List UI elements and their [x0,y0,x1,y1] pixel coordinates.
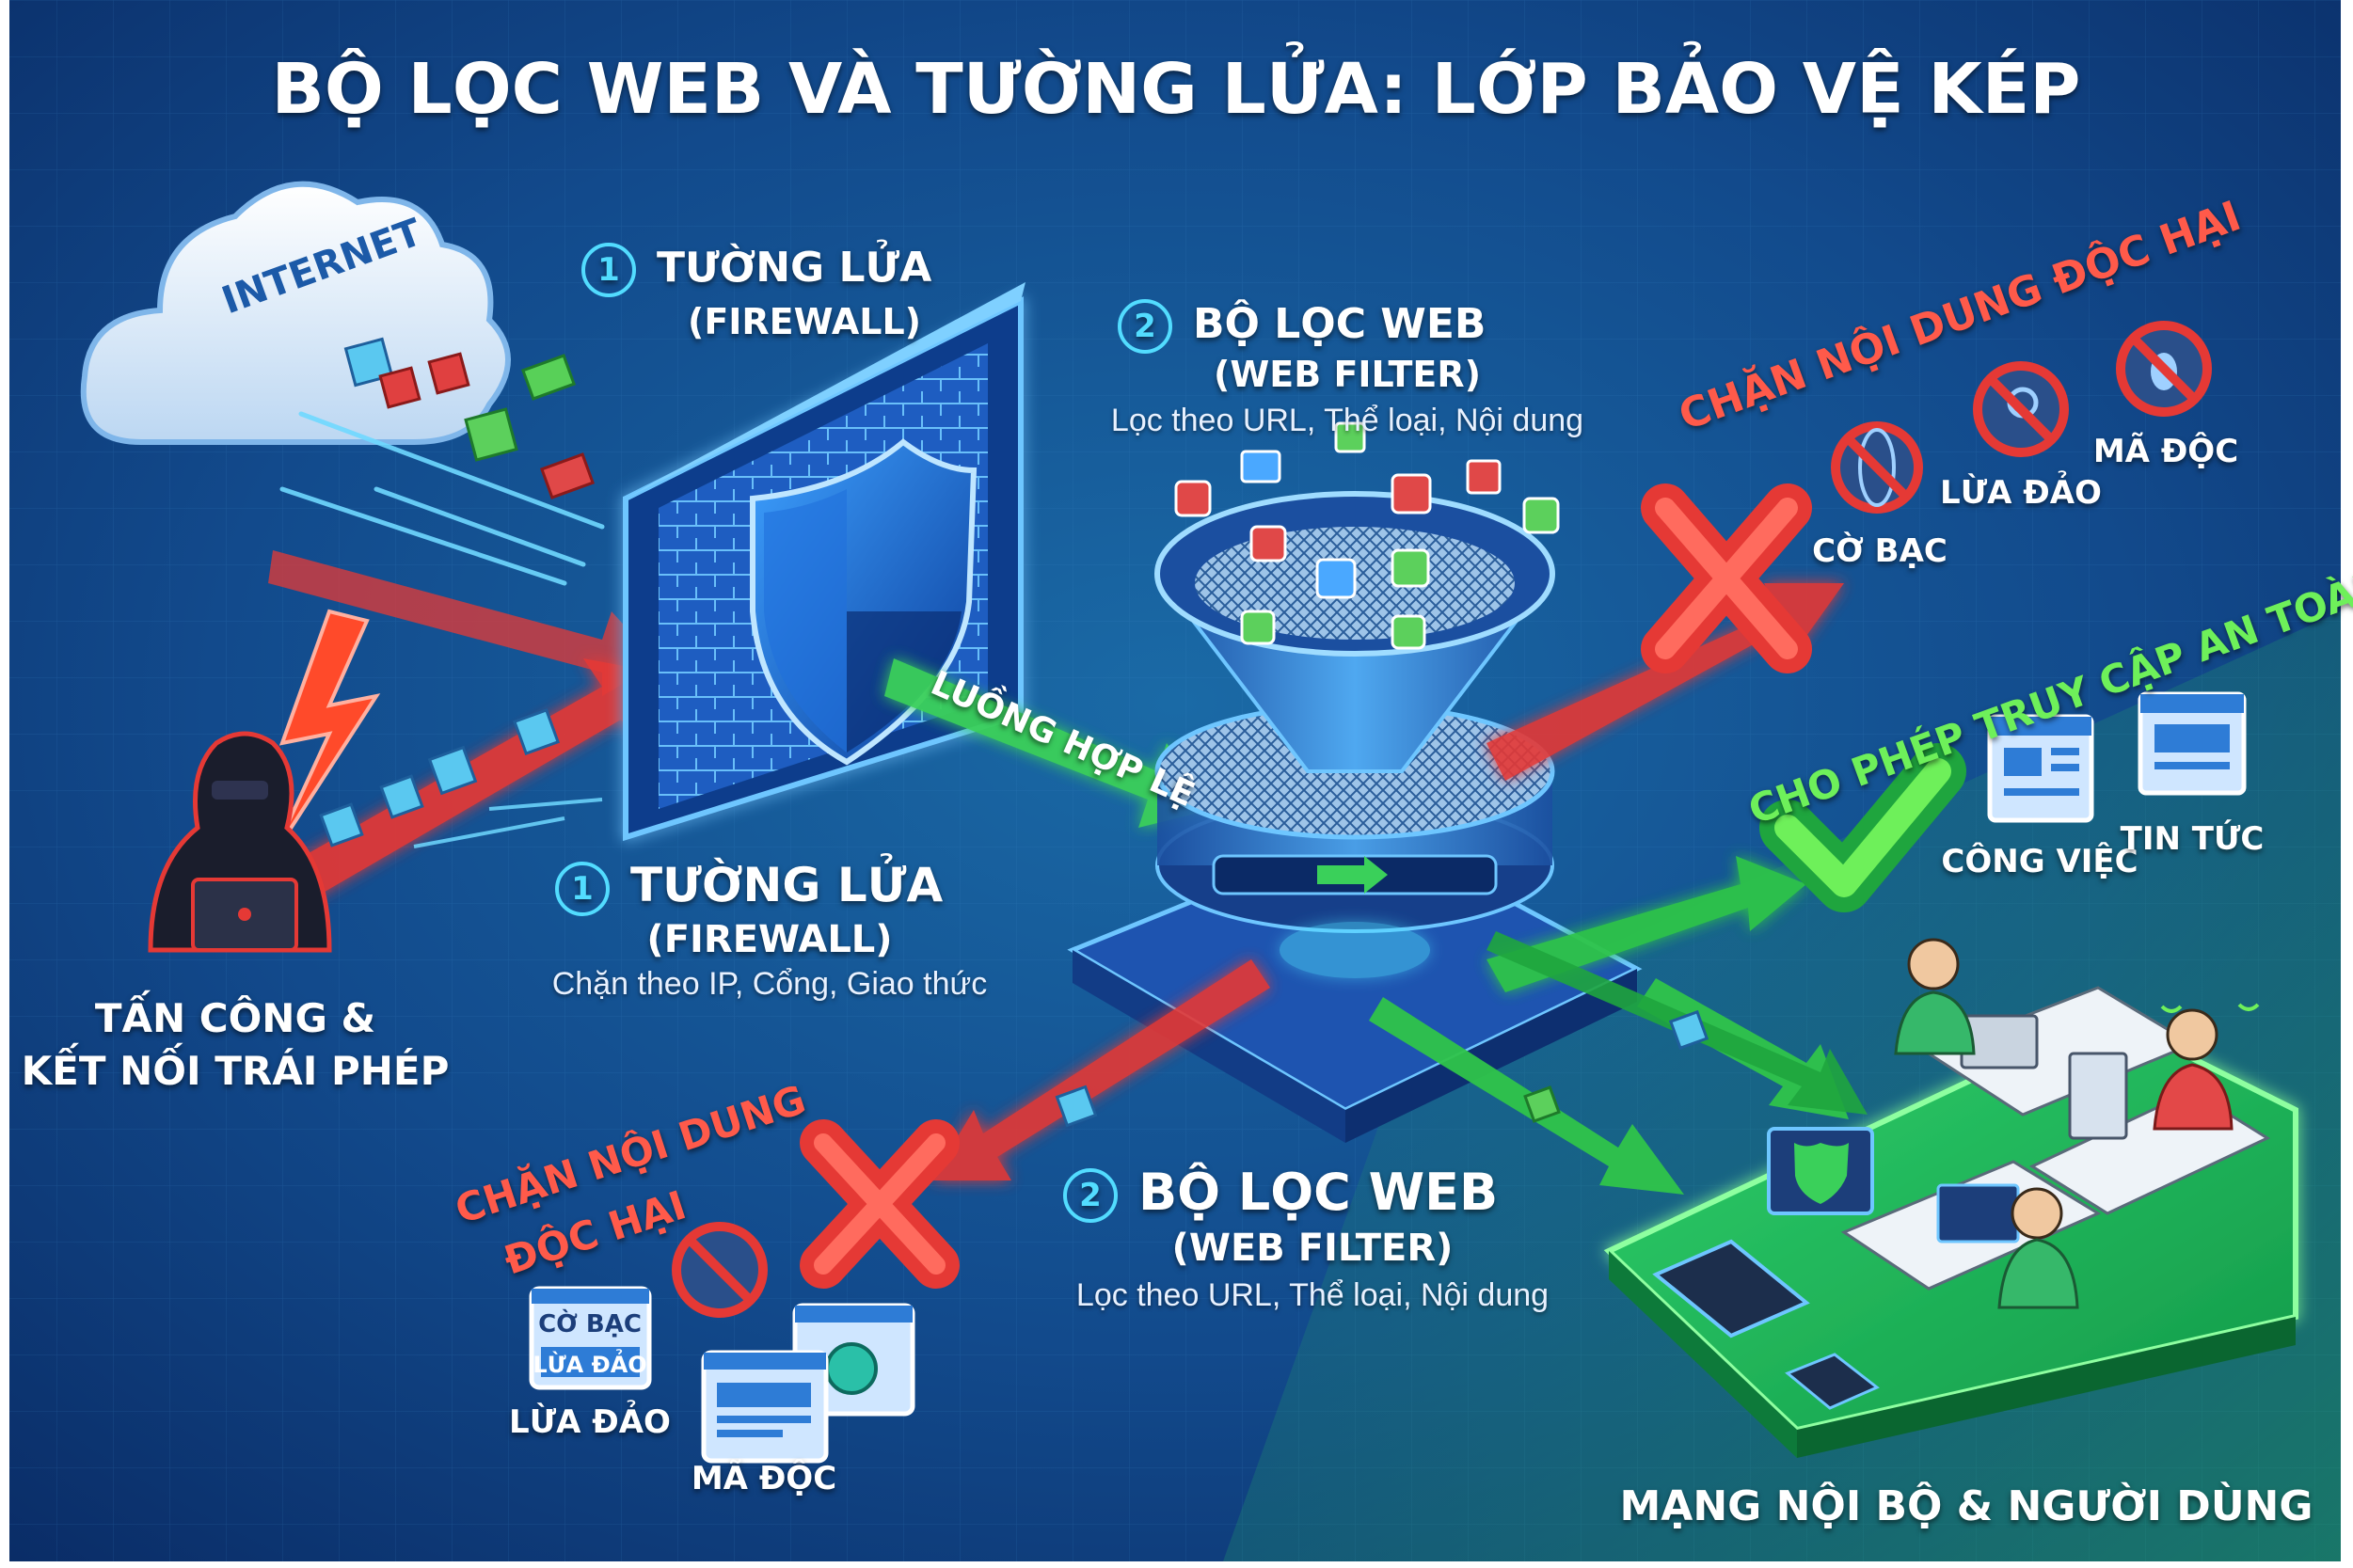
office-users [1652,938,2271,1410]
firewall-bottom-description: Chặn theo IP, Cổng, Giao thức [551,966,988,1002]
firewall-bottom-title-text: TƯỜNG LỬA [630,858,944,912]
internet-data-packets [343,337,596,499]
attacker-label-line1: TẤN CÔNG & [94,995,376,1041]
step-number-2-top: 2 [1118,299,1172,354]
web-filter-bottom-description: Lọc theo URL, Thể loại, Nội dung [1075,1277,1550,1313]
web-filter-top-description: Lọc theo URL, Thể loại, Nội dung [1110,403,1584,438]
tablet-icon [1652,1239,1810,1338]
web-filter-bottom-title: 2 BỘ LỌC WEB [1063,1163,1499,1224]
card-gambling-text: CỜ BẠC [538,1310,642,1338]
valid-flow-arrow [884,658,1214,828]
monitor-icon [2068,1052,2128,1140]
step-number-1-top: 1 [581,243,636,297]
web-filter-top-subtitle: (WEB FILTER) [1214,354,1481,395]
network-label: MẠNG NỘI BỘ & NGƯỜI DÙNG [1619,1482,2313,1530]
web-filter-bottom-subtitle: (WEB FILTER) [1171,1227,1454,1270]
work-page-icon [1987,714,2094,823]
block-bottom-item-malware: MÃ ĐỘC [691,1460,837,1497]
page-title: BỘ LỌC WEB VÀ TƯỜNG LỬA: LỚP BẢO VỆ KÉP [271,49,2081,130]
block-arrow-bottom [931,959,1270,1180]
attack-arrow [254,550,659,922]
step-number-2-bottom: 2 [1063,1168,1118,1224]
allow-item-news: TIN TỨC [2120,820,2265,858]
fishing-block-icon [1973,361,2069,457]
lightning-icon [271,609,381,858]
gambling-phishing-card [529,1286,652,1390]
check-icon [1759,743,1966,912]
hacker-icon [148,731,332,953]
block-item-malware: MÃ ĐỘC [2092,433,2239,470]
news-page-icon [2138,691,2247,796]
web-filter-top-title-text: BỘ LỌC WEB [1193,300,1487,348]
web-filter-bottom-title-text: BỘ LỌC WEB [1138,1163,1499,1222]
attacker-label-line2: KẾT NỐI TRÁI PHÉP [21,1048,450,1094]
scam-page-icon [701,1350,829,1464]
card-phishing-text: LỪA ĐẢO [533,1352,647,1378]
web-filter-top-title: 2 BỘ LỌC WEB [1118,299,1486,354]
block-x-icon-bottom [800,1119,960,1289]
step-number-1-bottom: 1 [555,861,610,916]
block-bottom-item-phishing: LỪA ĐẢO [509,1403,671,1441]
bug-block-icon [2116,321,2212,417]
block-x-icon-top [1641,483,1812,673]
phone-icon [1785,1353,1880,1410]
firewall-bottom-subtitle: (FIREWALL) [646,918,893,961]
no-entry-icon [672,1222,768,1318]
allow-arrows [1369,856,1868,1195]
globe-block-icon [1831,421,1923,514]
firewall-bottom-title: 1 TƯỜNG LỬA [555,858,943,916]
firewall-top-title-text: TƯỜNG LỬA [657,244,932,292]
allow-item-work: CÔNG VIỆC [1941,843,2138,880]
firewall-top-title: 1 TƯỜNG LỬA [581,243,931,297]
content-icons [1174,421,1560,650]
firewall-top-subtitle: (FIREWALL) [687,301,922,342]
block-item-phishing: LỪA ĐẢO [1940,474,2102,512]
block-item-gambling: CỜ BẠC [1812,532,1948,570]
